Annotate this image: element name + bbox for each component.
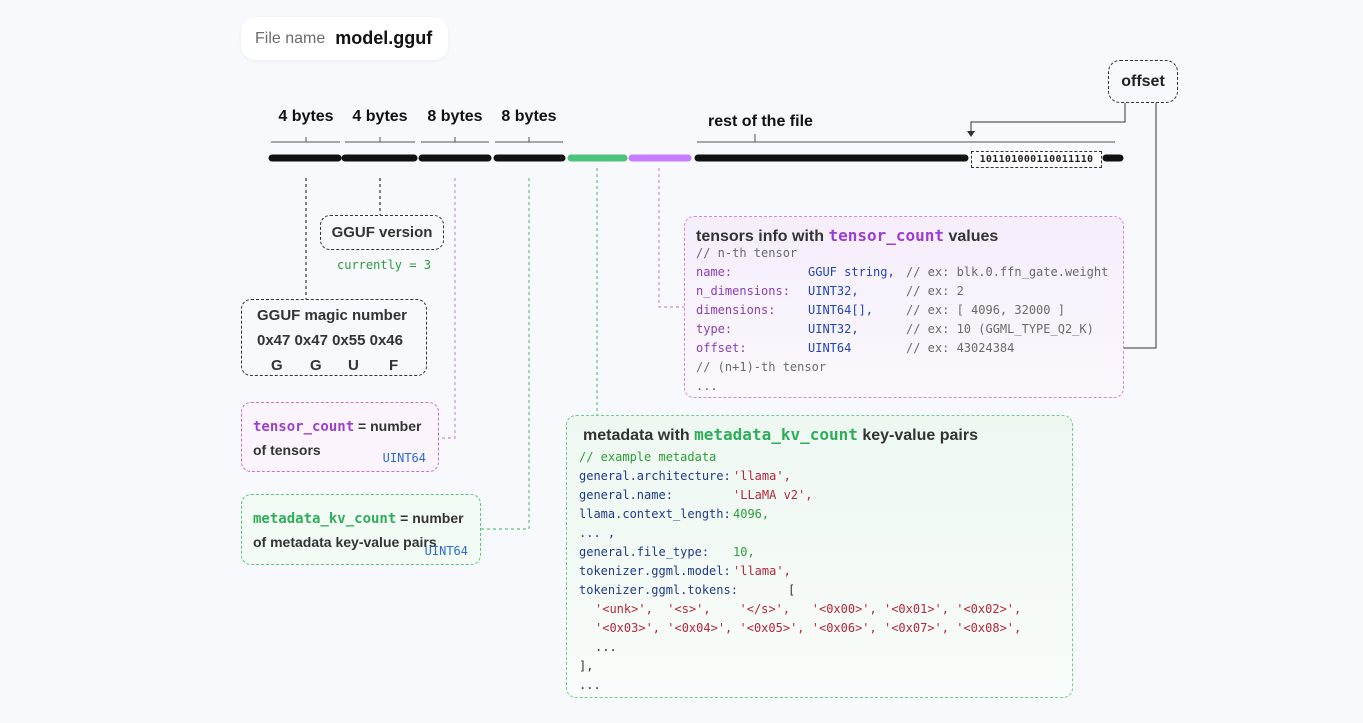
- magic-char-2: G: [310, 357, 322, 374]
- metadata-key: general.name:: [579, 488, 673, 502]
- tensor-count-keyword: tensor_count: [253, 419, 355, 435]
- tensor-count-box: tensor_count = number of tensors UINT64: [241, 402, 439, 472]
- rest-of-file-label: rest of the file: [708, 113, 813, 130]
- byte-brackets: [271, 134, 1115, 143]
- metadata-ellipsis: ...: [579, 678, 601, 692]
- metadata-title-keyword: metadata_kv_count: [694, 425, 858, 444]
- tensor-count-type: UINT64: [382, 451, 426, 465]
- file-name-pill: File name model.gguf: [241, 17, 448, 60]
- metadata-key: general.architecture:: [579, 469, 731, 483]
- tokens-ellipsis: ...: [595, 640, 617, 654]
- gguf-version-note: currently = 3: [337, 258, 431, 272]
- tensor-field-type: UINT64[],: [808, 303, 874, 317]
- metadata-value: 4096,: [733, 507, 770, 521]
- tensor-field-key: offset:: [696, 341, 747, 355]
- offset-pill: offset: [1108, 60, 1178, 103]
- tensor-field-type: UINT32,: [808, 322, 859, 336]
- byte-label-tensor-count: 8 bytes: [427, 108, 483, 125]
- tensor-count-text1: = number: [354, 418, 422, 434]
- byte-label-kv-count: 8 bytes: [501, 108, 557, 125]
- kv-count-keyword: metadata_kv_count: [253, 511, 397, 527]
- metadata-key: tokenizer.ggml.model:: [579, 564, 731, 578]
- tensors-info-box: tensors info with tensor_count values //…: [684, 216, 1124, 398]
- tensor-field-type: GGUF string,: [808, 265, 895, 279]
- tensor-field-key: n_dimensions:: [696, 284, 790, 298]
- metadata-key: llama.context_length:: [579, 507, 731, 521]
- tensor-field-comment: // ex: blk.0.ffn_gate.weight: [906, 265, 1109, 279]
- tensors-info-title-suffix: values: [944, 228, 999, 245]
- tensors-comment-nth: // n-th tensor: [696, 246, 798, 260]
- kv-count-box: metadata_kv_count = number of metadata k…: [241, 494, 481, 565]
- tensor-field-key: dimensions:: [696, 303, 776, 317]
- byte-label-version: 4 bytes: [352, 108, 408, 125]
- metadata-value: 10,: [733, 545, 755, 559]
- tensor-count-text2: of tensors: [253, 442, 321, 458]
- magic-char-1: G: [271, 357, 283, 374]
- purple-connectors: [439, 168, 684, 439]
- offset-arrowhead-down: [967, 131, 975, 137]
- metadata-title-prefix: metadata with: [583, 427, 695, 444]
- kv-count-type: UINT64: [424, 544, 468, 558]
- metadata-value: 'llama',: [733, 564, 791, 578]
- kv-count-text1: = number: [396, 510, 464, 526]
- tensors-info-title: tensors info with tensor_count values: [696, 226, 998, 246]
- green-connectors: [481, 168, 598, 530]
- tokens-close: ],: [579, 659, 594, 673]
- metadata-title: metadata with metadata_kv_count key-valu…: [583, 425, 978, 445]
- metadata-title-suffix: key-value pairs: [857, 427, 978, 444]
- metadata-value: 'LLaMA v2',: [733, 488, 813, 502]
- metadata-value: 'llama',: [733, 469, 791, 483]
- tensors-comment-next: // (n+1)-th tensor: [696, 360, 827, 374]
- tensors-ellipsis: ...: [696, 379, 718, 393]
- file-name-value: model.gguf: [335, 28, 433, 48]
- metadata-key: tokenizer.ggml.tokens:: [579, 583, 738, 597]
- kv-count-text: metadata_kv_count = number of metadata k…: [253, 507, 464, 554]
- metadata-key: ... ,: [579, 526, 616, 540]
- magic-char-3: U: [348, 357, 359, 374]
- metadata-box: metadata with metadata_kv_count key-valu…: [566, 415, 1073, 698]
- metadata-key: general.file_type:: [579, 545, 710, 559]
- tensor-bits: 101101000110011110: [971, 151, 1102, 168]
- tokens-line-1: '<unk>', '<s>', '</s>', '<0x00>', '<0x01…: [595, 602, 1022, 616]
- file-name-label: File name: [255, 29, 326, 47]
- tensors-info-title-keyword: tensor_count: [828, 226, 945, 245]
- magic-char-4: F: [389, 357, 399, 374]
- metadata-value: [: [788, 583, 796, 597]
- tensor-field-comment: // ex: [ 4096, 32000 ]: [906, 303, 1065, 317]
- tensor-field-comment: // ex: 43024384: [906, 341, 1015, 355]
- tensor-field-key: type:: [696, 322, 733, 336]
- kv-count-text2: of metadata key-value pairs: [253, 534, 437, 550]
- magic-number-title: GGUF magic number: [257, 307, 408, 324]
- tensor-field-type: UINT64: [808, 341, 852, 355]
- black-connectors: [305, 178, 381, 299]
- tensor-field-comment: // ex: 2: [906, 284, 964, 298]
- magic-number-box: GGUF magic number 0x47 0x47 0x55 0x46 G …: [241, 299, 427, 376]
- metadata-comment: // example metadata: [579, 450, 717, 464]
- tensor-field-comment: // ex: 10 (GGML_TYPE_Q2_K): [906, 322, 1094, 336]
- tensor-count-text: tensor_count = number of tensors: [253, 415, 421, 462]
- tensor-field-key: name:: [696, 265, 733, 279]
- tensors-info-title-prefix: tensors info with: [696, 228, 829, 245]
- tokens-line-2: '<0x03>', '<0x04>', '<0x05>', '<0x06>', …: [595, 621, 1022, 635]
- gguf-version-box: GGUF version: [320, 215, 444, 250]
- byte-label-magic: 4 bytes: [278, 108, 334, 125]
- tensor-field-type: UINT32,: [808, 284, 859, 298]
- magic-number-hex: 0x47 0x47 0x55 0x46: [257, 332, 403, 349]
